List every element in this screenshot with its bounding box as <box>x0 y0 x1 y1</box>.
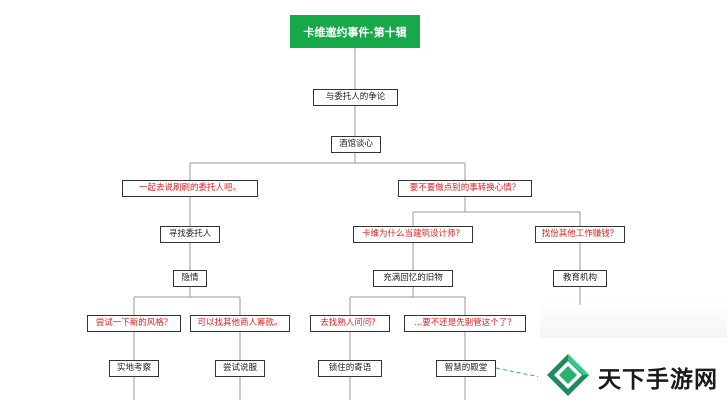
node-find-client[interactable]: 寻找委托人 <box>160 226 220 243</box>
option-change-mood[interactable]: 要不要做点别的事转换心情？ <box>398 180 532 197</box>
diamond-logo-icon <box>547 354 589 396</box>
node-hidden[interactable]: 隐情 <box>173 270 207 287</box>
node-tavern[interactable]: 酒馆谈心 <box>331 136 381 153</box>
option-why-architect[interactable]: 卡维为什么当建筑设计师？ <box>353 226 473 243</box>
option-ask-acquaintance[interactable]: 去找熟人问问？ <box>310 315 390 332</box>
node-dispute[interactable]: 与委托人的争论 <box>313 89 398 106</box>
option-other-merchant[interactable]: 可以找其他商人筹款。 <box>190 315 290 332</box>
node-memories[interactable]: 充满回忆的旧物 <box>373 270 453 287</box>
option-other-work[interactable]: 找份其他工作赚钱？ <box>535 226 625 243</box>
node-wisdom-hall[interactable]: 智慧的殿堂 <box>436 360 496 377</box>
option-talk-client[interactable]: 一起去说刷刷的委托人吧。 <box>122 180 258 197</box>
watermark-text: 天下手游网 <box>598 367 718 393</box>
node-site-visit[interactable]: 实地考察 <box>109 360 159 377</box>
option-new-style[interactable]: 尝试一下新的风格？ <box>87 315 181 332</box>
option-leave-it[interactable]: ...要不还是先别管这个了？ <box>404 315 526 332</box>
node-persuade[interactable]: 尝试说服 <box>215 360 265 377</box>
diagram-title[interactable]: 卡维邀约事件·第十辑 <box>290 15 420 48</box>
node-education[interactable]: 教育机构 <box>553 270 607 287</box>
dashed-connector <box>495 367 546 379</box>
node-lock-letter[interactable]: 锁住的寄语 <box>318 360 382 377</box>
